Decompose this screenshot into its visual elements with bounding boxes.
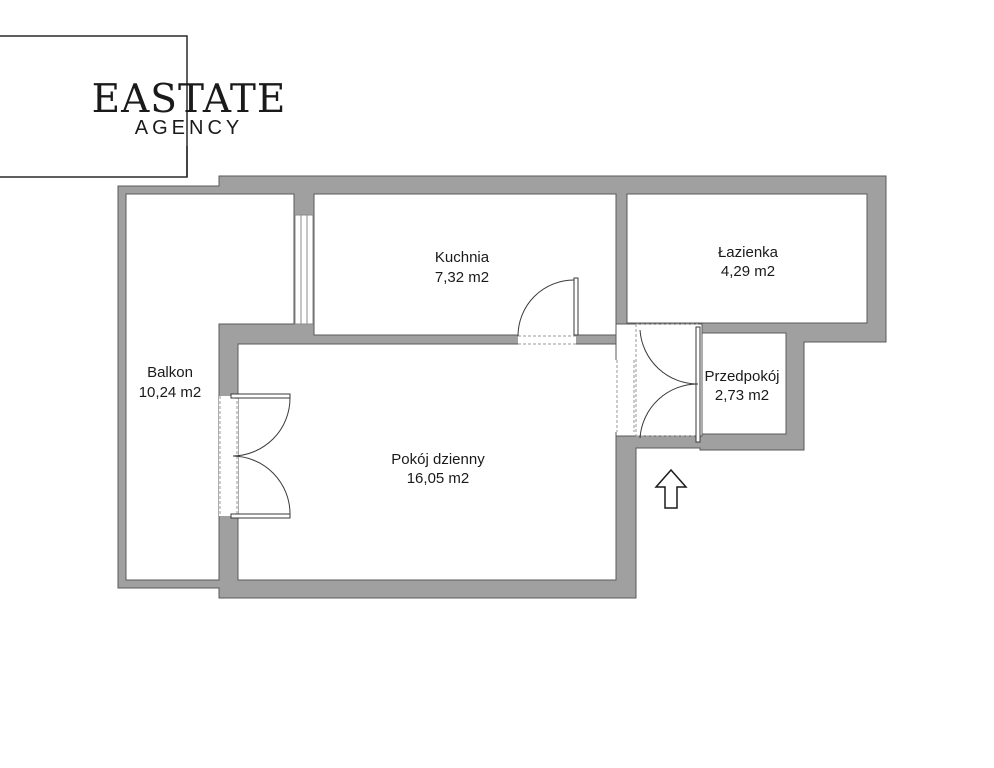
label-przedpokoj-name: Przedpokój [704,368,779,385]
label-kuchnia-name: Kuchnia [435,249,490,266]
doors [230,277,701,519]
label-przedpokoj-area: 2,73 m2 [715,387,769,404]
arrow-up-icon [654,468,688,509]
logo-name: EASTATE [92,77,287,122]
door-przedpokoj [639,326,701,443]
label-balkon-name: Balkon [147,364,193,381]
opening-pokoj-corridor [612,360,634,432]
label-kuchnia-area: 7,32 m2 [435,269,489,286]
opening-balkon-door [219,396,238,516]
logo: EASTATE AGENCY [0,35,287,178]
room-labels: Balkon 10,24 m2 Kuchnia 7,32 m2 Łazienka… [139,244,780,487]
room-lazienka [626,193,868,324]
label-lazienka-name: Łazienka [718,244,779,261]
room-przedpokoj [701,332,787,435]
logo-frame [0,35,188,178]
door-balkon [230,393,291,519]
label-pokoj-name: Pokój dzienny [391,451,485,468]
door-kuchnia [517,277,579,345]
label-pokoj-area: 16,05 m2 [407,470,470,487]
room-balkon [125,193,295,581]
openings [219,214,698,516]
label-balkon-area: 10,24 m2 [139,384,202,401]
logo-tagline: AGENCY [135,117,243,139]
room-kuchnia [313,193,617,336]
label-lazienka-area: 4,29 m2 [721,263,775,280]
window-balkon-kuchnia [294,214,314,325]
